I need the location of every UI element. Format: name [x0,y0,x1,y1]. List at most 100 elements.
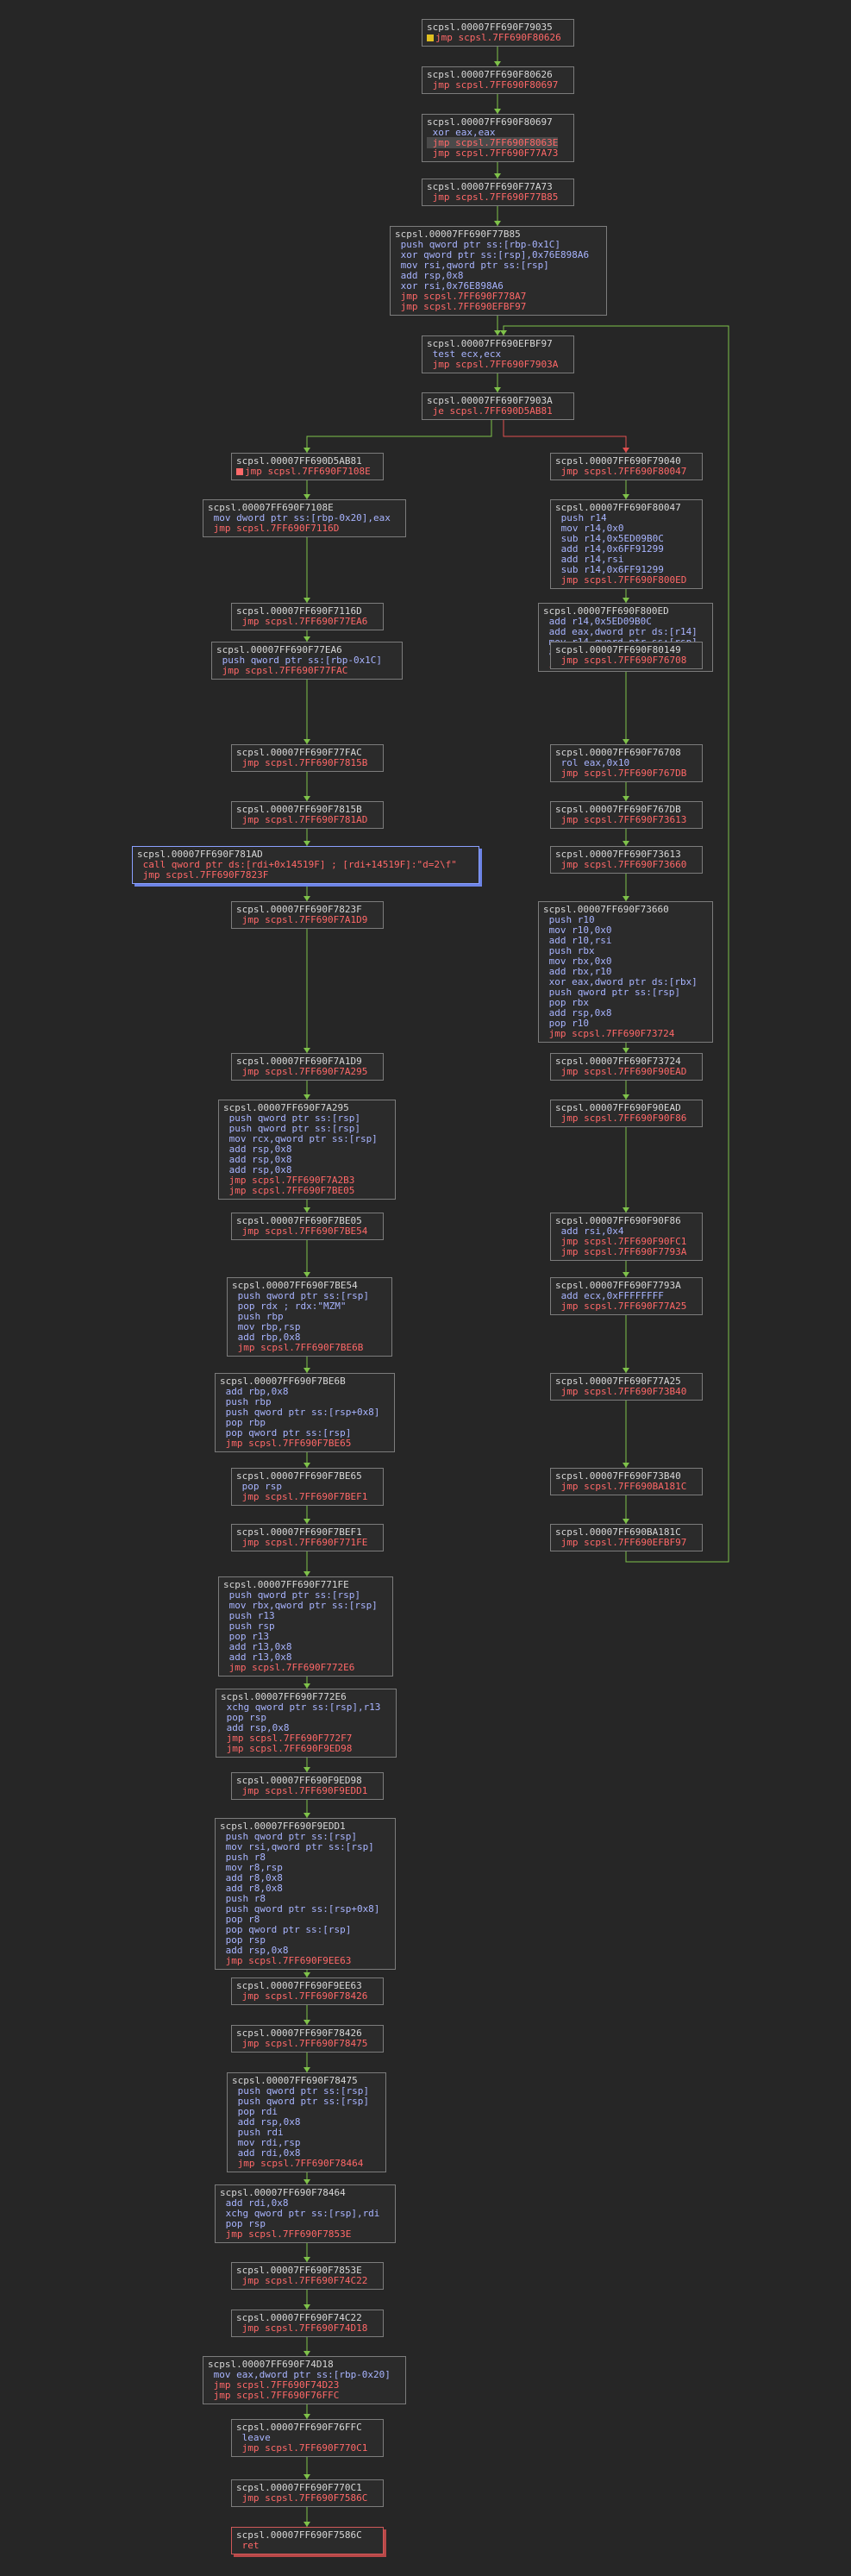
basic-block[interactable]: scpsl.00007FF690F7853E jmp scpsl.7FF690F… [231,2262,384,2290]
instruction-line[interactable]: add rsp,0x8 [223,1165,391,1175]
block-address[interactable]: scpsl.00007FF690F7793A [555,1281,698,1291]
instruction-line[interactable]: push rdi [232,2128,381,2138]
block-address[interactable]: scpsl.00007FF690F7BEF1 [236,1527,379,1538]
instruction-line[interactable]: jmp scpsl.7FF690F8063E [427,137,569,148]
instruction-line[interactable]: xchg qword ptr ss:[rsp],rdi [220,2209,391,2219]
basic-block[interactable]: scpsl.00007FF690F767DB jmp scpsl.7FF690F… [550,801,703,829]
instruction-line[interactable]: jmp scpsl.7FF690BA181C [555,1482,698,1492]
block-address[interactable]: scpsl.00007FF690F73724 [555,1056,698,1067]
instruction-line[interactable]: jmp scpsl.7FF690F7823F [137,870,474,881]
instruction-line[interactable]: add rsp,0x8 [395,271,602,281]
instruction-line[interactable]: jmp scpsl.7FF690F7A295 [236,1067,379,1077]
instruction-line[interactable]: pop qword ptr ss:[rsp] [220,1925,391,1935]
block-address[interactable]: scpsl.00007FF690F79040 [555,456,698,467]
block-address[interactable]: scpsl.00007FF690F77FAC [236,748,379,758]
instruction-line[interactable]: jmp scpsl.7FF690F90EAD [555,1067,698,1077]
instruction-line[interactable]: jmp scpsl.7FF690F9EDD1 [236,1786,379,1796]
instruction-line[interactable]: jmp scpsl.7FF690F7BE54 [236,1226,379,1237]
instruction-line[interactable]: jmp scpsl.7FF690F7BE65 [220,1438,390,1449]
instruction-line[interactable]: add rbx,r10 [543,967,708,977]
instruction-line[interactable]: add rsp,0x8 [223,1144,391,1155]
block-address[interactable]: scpsl.00007FF690F80047 [555,503,698,513]
instruction-line[interactable]: mov r14,0x0 [555,523,698,534]
instruction-line[interactable]: jmp scpsl.7FF690F78426 [236,1991,379,2002]
instruction-line[interactable]: leave [236,2433,379,2443]
basic-block[interactable]: scpsl.00007FF690BA181C jmp scpsl.7FF690E… [550,1524,703,1551]
basic-block[interactable]: scpsl.00007FF690F9ED98 jmp scpsl.7FF690F… [231,1772,384,1800]
instruction-line[interactable]: add r8,0x8 [220,1883,391,1894]
instruction-line[interactable]: jmp scpsl.7FF690F77A73 [427,148,569,159]
block-address[interactable]: scpsl.00007FF690F7A295 [223,1103,391,1113]
instruction-line[interactable]: mov rsi,qword ptr ss:[rsp] [395,260,602,271]
block-address[interactable]: scpsl.00007FF690F74C22 [236,2313,379,2323]
basic-block[interactable]: scpsl.00007FF690F9EDD1 push qword ptr ss… [215,1818,396,1970]
basic-block[interactable]: scpsl.00007FF690F7815B jmp scpsl.7FF690F… [231,801,384,829]
block-address[interactable]: scpsl.00007FF690D5AB81 [236,456,379,467]
basic-block[interactable]: scpsl.00007FF690F7BE05 jmp scpsl.7FF690F… [231,1213,384,1240]
instruction-line[interactable]: push qword ptr ss:[rsp] [223,1113,391,1124]
basic-block[interactable]: scpsl.00007FF690F7108E mov dword ptr ss:… [203,499,406,537]
instruction-line[interactable]: push qword ptr ss:[rsp+0x8] [220,1904,391,1915]
instruction-line[interactable]: mov rbx,0x0 [543,956,708,967]
instruction-line[interactable]: jmp scpsl.7FF690F767DB [555,768,698,779]
block-address[interactable]: scpsl.00007FF690F77A73 [427,182,569,192]
block-address[interactable]: scpsl.00007FF690F767DB [555,805,698,815]
block-address[interactable]: scpsl.00007FF690BA181C [555,1527,698,1538]
instruction-line[interactable]: jmp scpsl.7FF690F80626 [427,33,569,43]
basic-block[interactable]: scpsl.00007FF690F7586C ret [231,2527,384,2554]
basic-block[interactable]: scpsl.00007FF690F73613 jmp scpsl.7FF690F… [550,846,703,874]
instruction-line[interactable]: jmp scpsl.7FF690F7116D [208,523,401,534]
instruction-line[interactable]: jmp scpsl.7FF690F7BE05 [223,1186,391,1196]
instruction-line[interactable]: add r13,0x8 [223,1642,388,1652]
instruction-line[interactable]: jmp scpsl.7FF690F7586C [236,2493,379,2504]
block-address[interactable]: scpsl.00007FF690F800ED [543,606,708,617]
block-address[interactable]: scpsl.00007FF690F7BE6B [220,1376,390,1387]
instruction-line[interactable]: jmp scpsl.7FF690F7815B [236,758,379,768]
instruction-line[interactable]: jmp scpsl.7FF690F778A7 [395,291,602,302]
instruction-line[interactable]: mov dword ptr ss:[rbp-0x20],eax [208,513,401,523]
block-address[interactable]: scpsl.00007FF690F7BE65 [236,1471,379,1482]
instruction-line[interactable]: pop rsp [220,2219,391,2229]
instruction-line[interactable]: jmp scpsl.7FF690F78475 [236,2039,379,2049]
instruction-line[interactable]: jmp scpsl.7FF690F9EE63 [220,1956,391,1966]
block-address[interactable]: scpsl.00007FF690F9ED98 [236,1776,379,1786]
instruction-line[interactable]: ret [236,2541,379,2551]
instruction-line[interactable]: test ecx,ecx [427,349,569,360]
instruction-line[interactable]: push qword ptr ss:[rbp-0x1C] [395,240,602,250]
instruction-line[interactable]: jmp scpsl.7FF690F73724 [543,1029,708,1039]
basic-block[interactable]: scpsl.00007FF690F73B40 jmp scpsl.7FF690B… [550,1468,703,1495]
instruction-line[interactable]: add rsp,0x8 [221,1723,391,1733]
instruction-line[interactable]: add r14,rsi [555,555,698,565]
instruction-line[interactable]: jmp scpsl.7FF690F78464 [232,2159,381,2169]
instruction-line[interactable]: jmp scpsl.7FF690F772F7 [221,1733,391,1744]
block-address[interactable]: scpsl.00007FF690F76FFC [236,2422,379,2433]
instruction-line[interactable]: add rsp,0x8 [223,1155,391,1165]
instruction-line[interactable]: add rsp,0x8 [543,1008,708,1018]
basic-block[interactable]: scpsl.00007FF690F781AD call qword ptr ds… [132,846,479,884]
instruction-line[interactable]: push r8 [220,1852,391,1863]
instruction-line[interactable]: add rbp,0x8 [232,1332,387,1343]
instruction-line[interactable]: pop rsp [221,1713,391,1723]
instruction-line[interactable]: add rsp,0x8 [232,2117,381,2128]
instruction-line[interactable]: add r8,0x8 [220,1873,391,1883]
instruction-line[interactable]: sub r14,0x6FF91299 [555,565,698,575]
instruction-line[interactable]: sub r14,0x5ED09B0C [555,534,698,544]
basic-block[interactable]: scpsl.00007FF690F74D18 mov eax,dword ptr… [203,2356,406,2404]
block-address[interactable]: scpsl.00007FF690F80626 [427,70,569,80]
instruction-line[interactable]: add r14,0x6FF91299 [555,544,698,555]
instruction-line[interactable]: add r10,rsi [543,936,708,946]
block-address[interactable]: scpsl.00007FF690F77B85 [395,229,602,240]
instruction-line[interactable]: jmp scpsl.7FF690F77FAC [216,666,397,676]
instruction-line[interactable]: jmp scpsl.7FF690F73660 [555,860,698,870]
basic-block[interactable]: scpsl.00007FF690EFBF97 test ecx,ecx jmp … [422,335,574,373]
instruction-line[interactable]: mov r8,rsp [220,1863,391,1873]
block-address[interactable]: scpsl.00007FF690F73B40 [555,1471,698,1482]
basic-block[interactable]: scpsl.00007FF690F78475 push qword ptr ss… [227,2072,386,2172]
block-address[interactable]: scpsl.00007FF690EFBF97 [427,339,569,349]
instruction-line[interactable]: pop rbx [543,998,708,1008]
block-address[interactable]: scpsl.00007FF690F7A1D9 [236,1056,379,1067]
instruction-line[interactable]: jmp scpsl.7FF690F7BE6B [232,1343,387,1353]
instruction-line[interactable]: add rsi,0x4 [555,1226,698,1237]
block-address[interactable]: scpsl.00007FF690F7853E [236,2266,379,2276]
